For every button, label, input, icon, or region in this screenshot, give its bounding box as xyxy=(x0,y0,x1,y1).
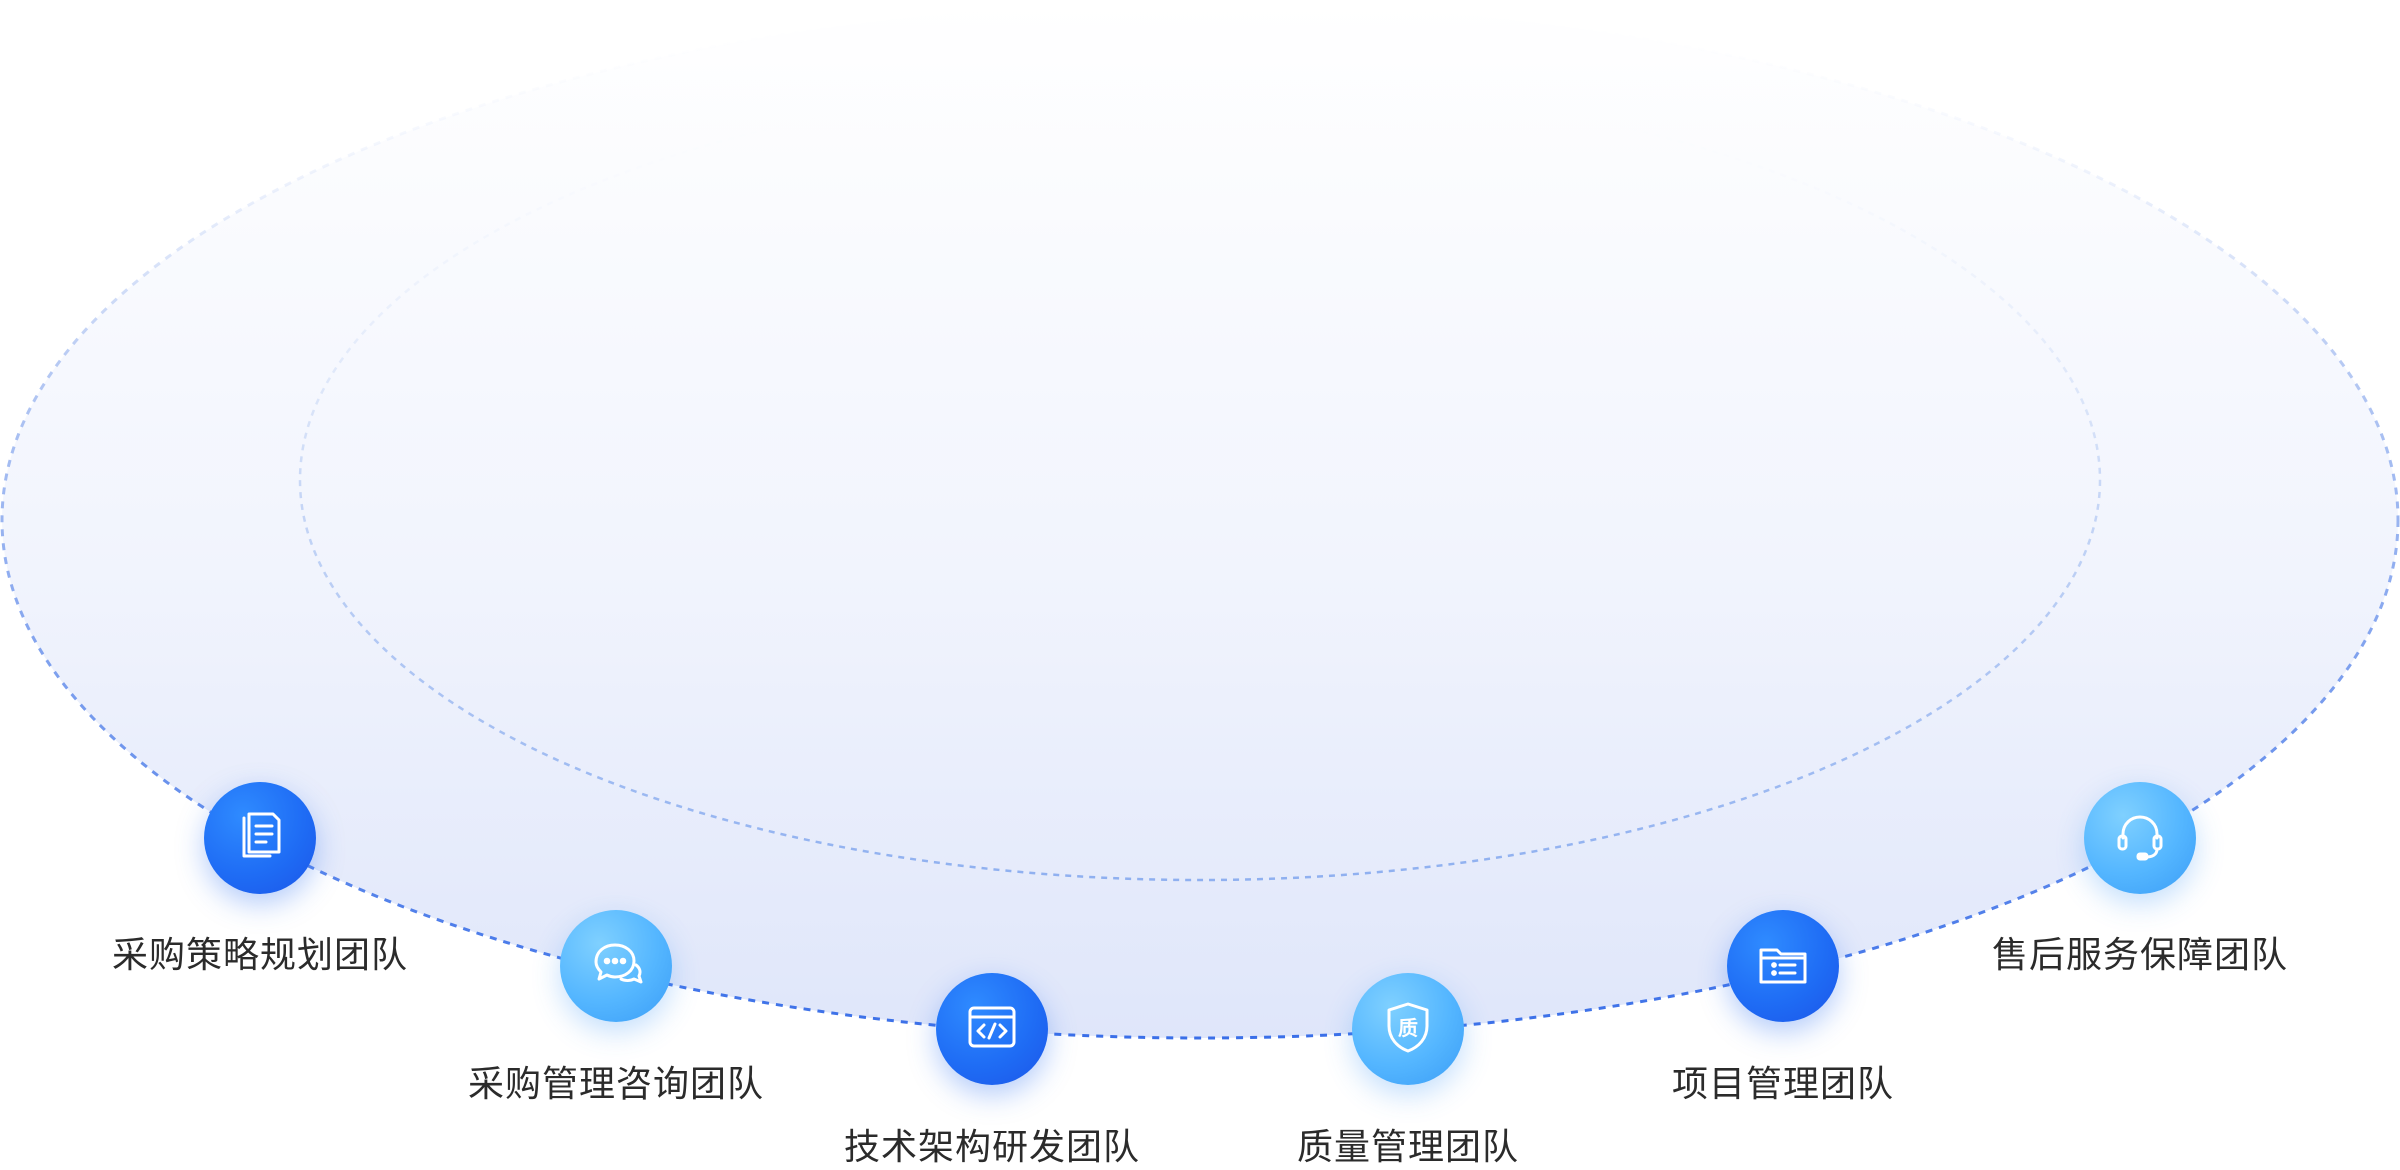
team-node-tech-architecture[interactable] xyxy=(936,973,1048,1085)
team-node-quality-management[interactable]: 质 xyxy=(1352,973,1464,1085)
team-node-project-management[interactable] xyxy=(1727,910,1839,1022)
team-node-procurement-consulting[interactable] xyxy=(560,910,672,1022)
team-label: 售后服务保障团队 xyxy=(1991,935,2288,976)
team-node-procurement-strategy[interactable] xyxy=(204,782,316,894)
folder-list-icon xyxy=(1753,934,1813,998)
inner-dashed-ring xyxy=(298,78,2102,882)
quality-glyph: 质 xyxy=(1398,1016,1418,1040)
outer-ellipse-fill xyxy=(2,2,2398,1038)
outer-dashed-ring xyxy=(0,0,2400,1040)
quality-shield-icon: 质 xyxy=(1378,997,1438,1061)
team-label: 采购策略规划团队 xyxy=(111,935,408,976)
headset-icon xyxy=(2110,806,2170,870)
document-icon xyxy=(230,806,290,870)
team-node-after-sales-service[interactable] xyxy=(2084,782,2196,894)
team-label: 技术架构研发团队 xyxy=(843,1127,1140,1168)
team-label: 质量管理团队 xyxy=(1296,1127,1519,1168)
chat-icon xyxy=(586,934,646,998)
team-label: 项目管理团队 xyxy=(1671,1064,1894,1105)
team-label: 采购管理咨询团队 xyxy=(467,1064,764,1105)
code-window-icon xyxy=(962,997,1022,1061)
